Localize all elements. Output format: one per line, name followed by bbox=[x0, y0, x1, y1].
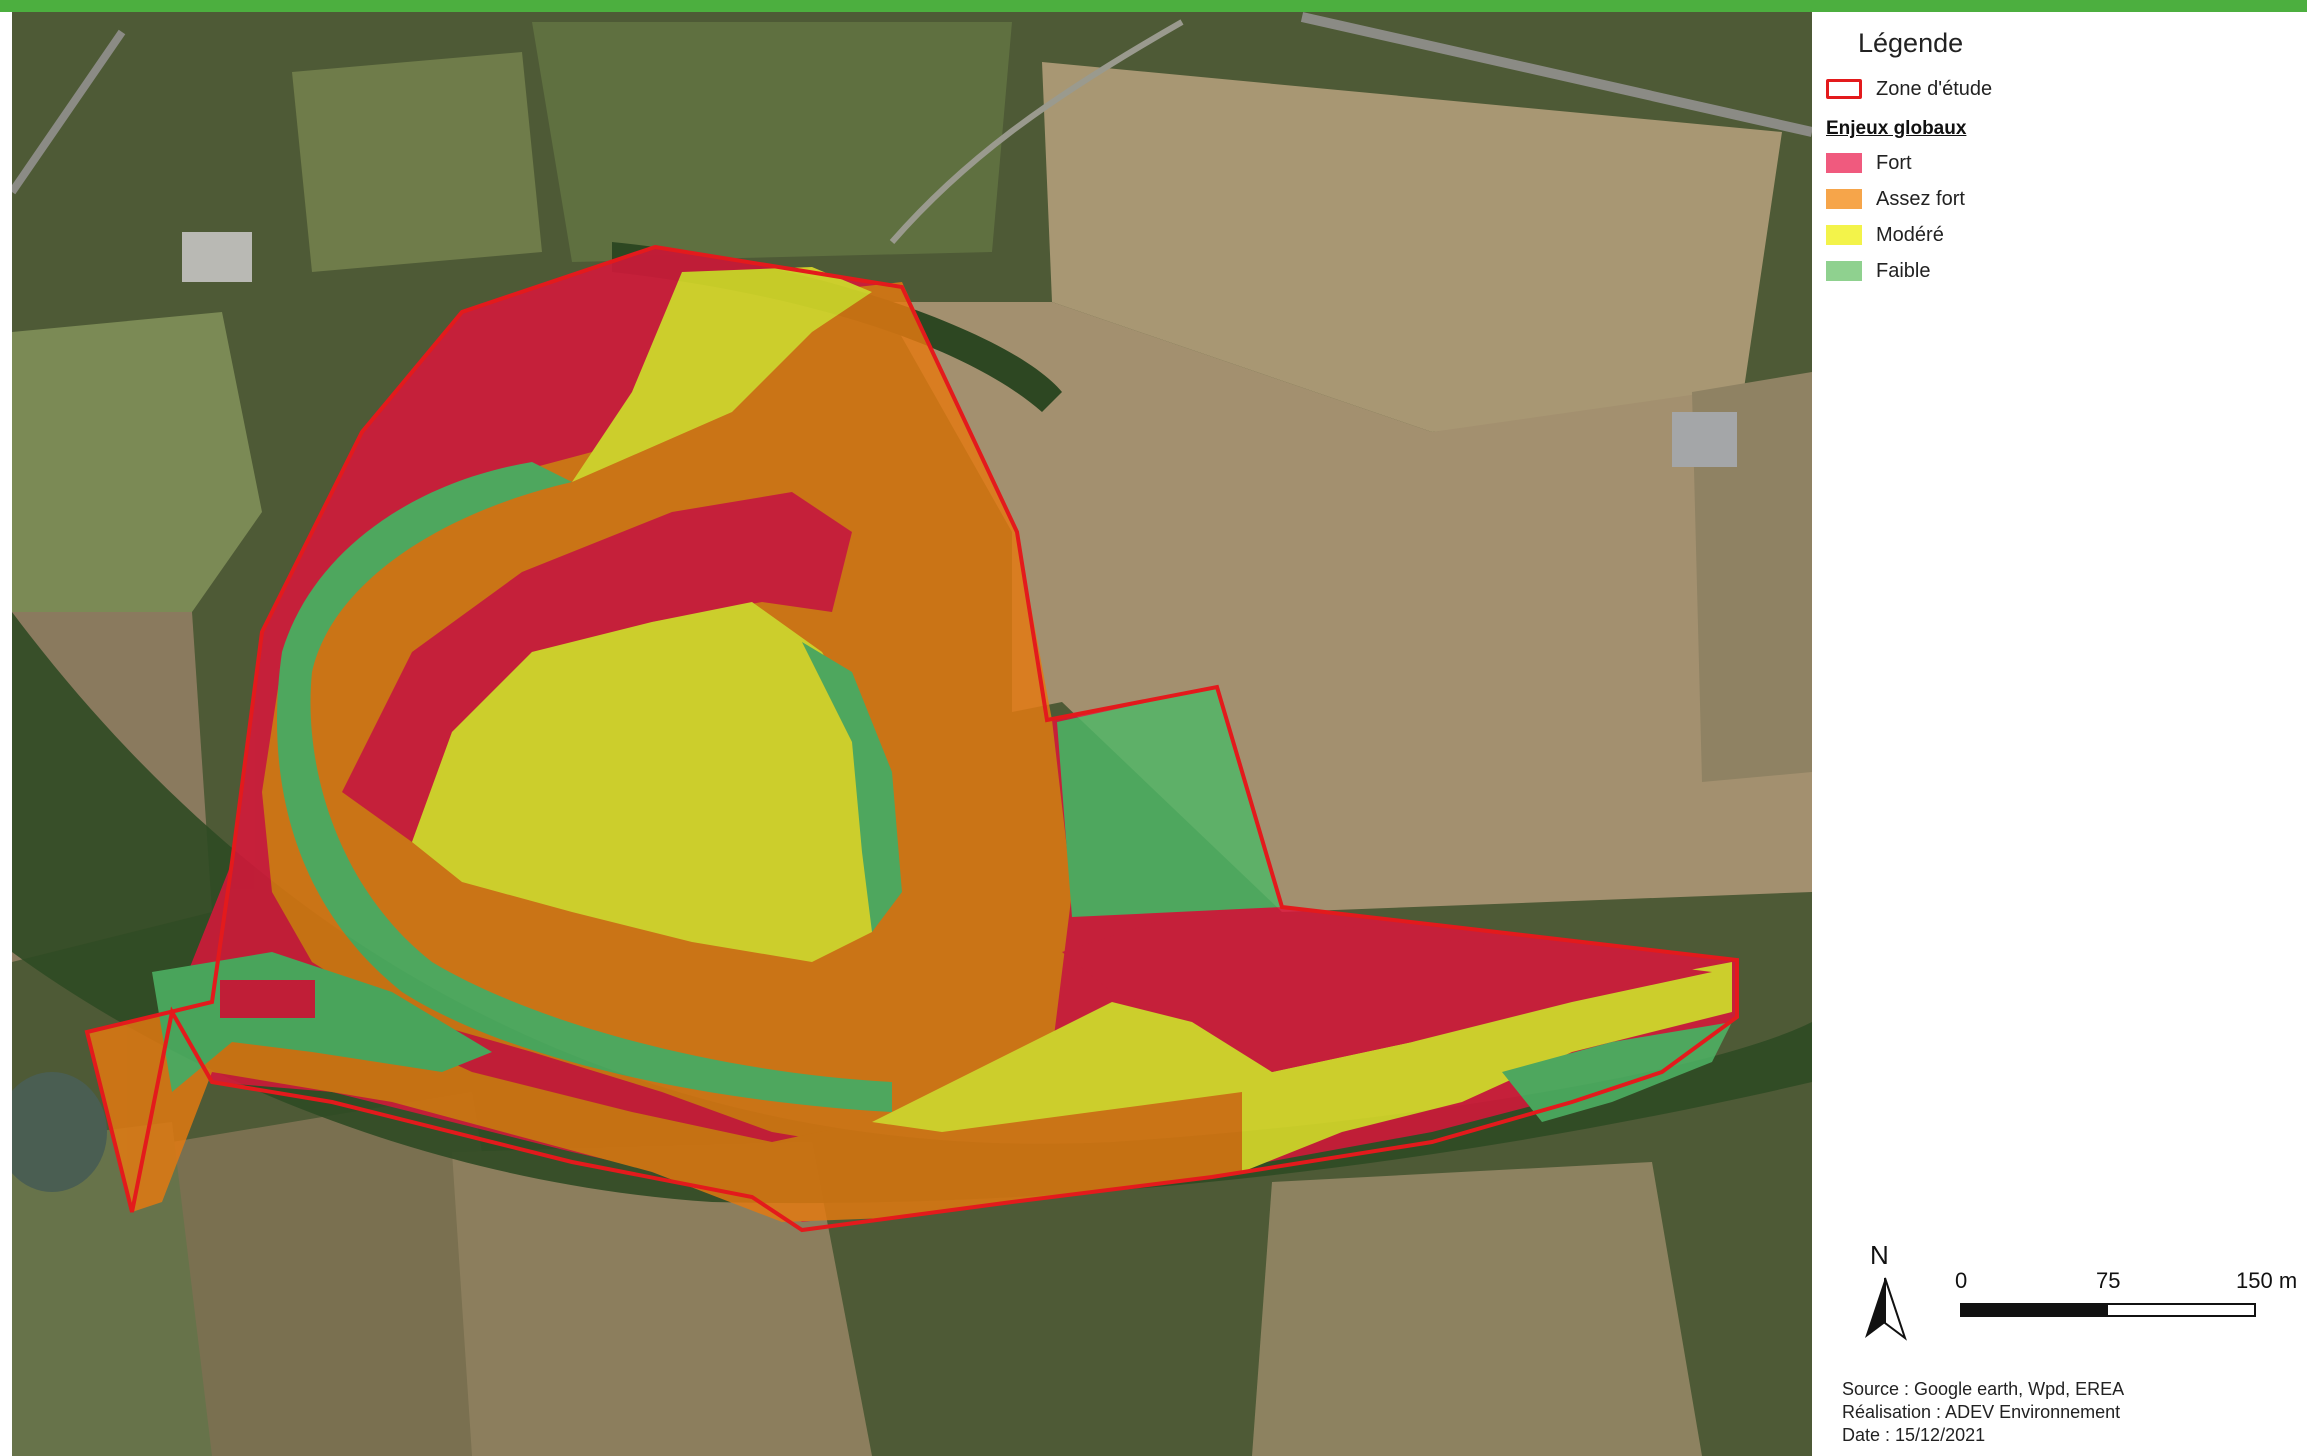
legend-label-assez-fort: Assez fort bbox=[1876, 187, 1965, 210]
scale-label-0: 0 bbox=[1955, 1268, 1968, 1293]
legend-row-fort: Fort bbox=[1826, 150, 1912, 176]
north-arrow-label: N bbox=[1870, 1240, 1889, 1270]
enjeux-layer bbox=[87, 247, 1737, 1222]
pond bbox=[12, 1072, 107, 1192]
scale-bar-segment bbox=[1962, 1305, 2108, 1315]
building-northwest bbox=[182, 232, 252, 282]
field-south-west bbox=[12, 1122, 212, 1456]
legend-section-title: Enjeux globaux bbox=[1826, 118, 1967, 139]
enjeux-modere-center bbox=[412, 602, 882, 962]
credits-date: Date : 15/12/2021 bbox=[1842, 1425, 1986, 1445]
legend-label-fort: Fort bbox=[1876, 151, 1912, 174]
field-south-2 bbox=[452, 1142, 872, 1456]
field-far-east bbox=[1692, 372, 1812, 782]
road-northwest bbox=[12, 29, 126, 195]
legend-label-faible: Faible bbox=[1876, 259, 1931, 282]
top-color-bar bbox=[0, 0, 2307, 12]
enjeux-modere-north bbox=[572, 267, 872, 482]
legend-label-study-zone: Zone d'étude bbox=[1876, 77, 1993, 100]
scale-label-75: 75 bbox=[2096, 1268, 2121, 1293]
field-south-1 bbox=[172, 1092, 532, 1456]
enjeux-faible-southeast bbox=[1502, 1022, 1732, 1122]
legend-swatch-modere bbox=[1826, 225, 1862, 245]
enjeux-fort-building bbox=[220, 980, 315, 1018]
north-arrow-icon bbox=[1865, 1277, 1907, 1341]
legend-panel: Légende Zone d'étude Enjeux globaux Fort… bbox=[1812, 12, 2307, 1456]
legend-label-modere: Modéré bbox=[1876, 223, 1944, 246]
field-east bbox=[882, 302, 1812, 912]
scale-bar bbox=[1960, 1303, 2256, 1317]
legend-swatch-faible bbox=[1826, 261, 1862, 281]
field-south-3 bbox=[1252, 1162, 1702, 1456]
legend-title: Légende bbox=[1858, 28, 1964, 58]
legend-row-assez-fort: Assez fort bbox=[1826, 186, 1965, 212]
field-north bbox=[532, 22, 1012, 262]
field-northwest bbox=[292, 52, 542, 272]
enjeux-fort-east-lobe bbox=[1062, 917, 1712, 1072]
legend-swatch-study-zone bbox=[1826, 79, 1862, 99]
track-north bbox=[889, 19, 1184, 244]
aerial-map[interactable] bbox=[12, 12, 1812, 1456]
legend-swatch-assez-fort bbox=[1826, 189, 1862, 209]
legend-row-modere: Modéré bbox=[1826, 222, 1944, 248]
credits-source: Source : Google earth, Wpd, EREA bbox=[1842, 1379, 2125, 1399]
legend-swatch-fort bbox=[1826, 153, 1862, 173]
legend-row-study-zone: Zone d'étude bbox=[1826, 76, 1992, 102]
field-west bbox=[12, 312, 262, 632]
credits-realisation: Réalisation : ADEV Environnement bbox=[1842, 1402, 2121, 1422]
road-northeast bbox=[1300, 12, 1812, 137]
enjeux-faible-inner bbox=[802, 642, 902, 932]
enjeux-faible-east-field bbox=[1057, 687, 1282, 917]
building-east bbox=[1672, 412, 1737, 467]
map-canvas bbox=[12, 12, 1812, 1456]
field-plowed-north bbox=[1042, 62, 1782, 432]
scale-label-150: 150 m bbox=[2236, 1268, 2298, 1293]
legend-row-faible: Faible bbox=[1826, 258, 1930, 284]
study-zone-outline[interactable] bbox=[84, 244, 1739, 1233]
enjeux-fort-inner-arc bbox=[342, 492, 852, 842]
